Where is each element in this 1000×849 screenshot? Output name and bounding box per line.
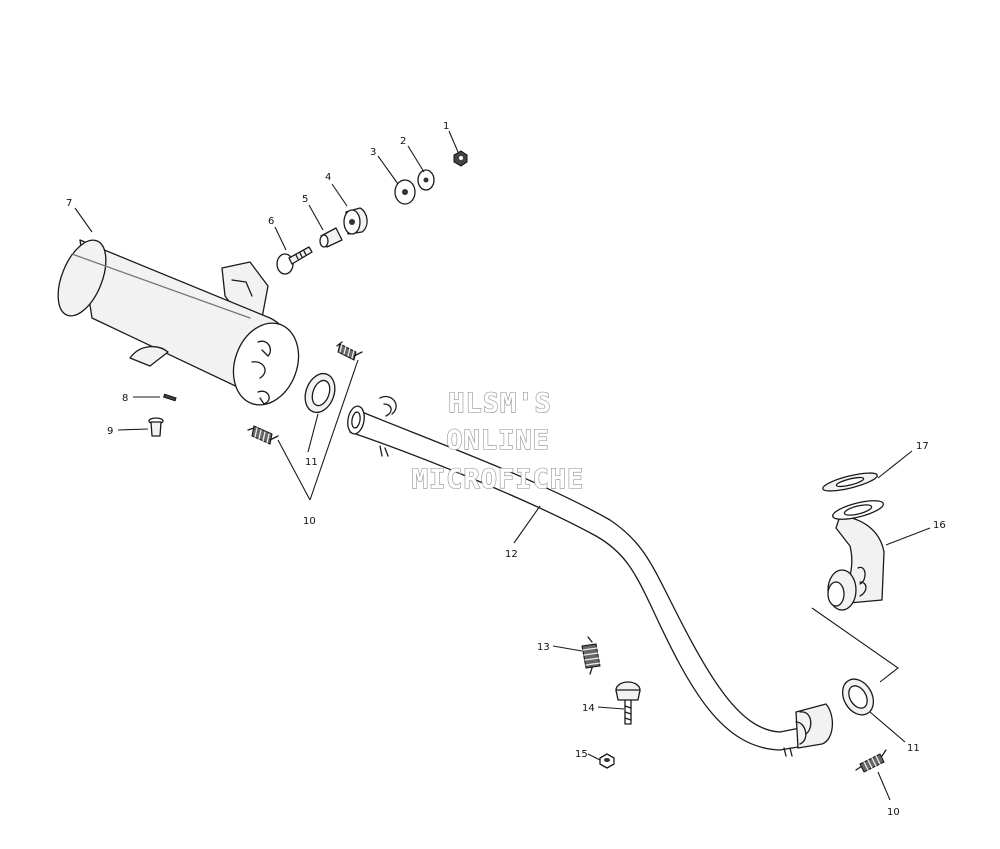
watermark-line-2: ONLINE xyxy=(446,425,550,456)
callout-14: 14 xyxy=(582,703,595,714)
part-header-elbow[interactable] xyxy=(827,497,885,611)
leader-lines xyxy=(74,130,931,801)
callout-11: 11 xyxy=(305,457,318,468)
callout-3: 3 xyxy=(370,147,376,158)
part-pin[interactable] xyxy=(163,393,177,402)
part-nut[interactable] xyxy=(453,150,468,167)
callout-2: 2 xyxy=(400,136,406,147)
callout-9: 9 xyxy=(107,426,113,437)
callout-8: 8 xyxy=(122,393,128,404)
part-isolator[interactable] xyxy=(615,681,641,725)
part-flange-gasket[interactable] xyxy=(821,469,878,494)
part-washer-small[interactable] xyxy=(417,169,435,191)
callout-4: 4 xyxy=(325,172,331,183)
callout-11-right: 11 xyxy=(907,743,920,754)
callout-labels: 1 2 3 4 5 6 7 8 9 10 11 12 13 14 15 16 1… xyxy=(66,121,946,818)
callout-7: 7 xyxy=(66,198,72,209)
part-spring-upper[interactable] xyxy=(336,341,363,361)
part-rivet[interactable] xyxy=(148,417,164,437)
callout-10-right: 10 xyxy=(887,807,900,818)
part-spacer[interactable] xyxy=(319,227,343,248)
callout-1: 1 xyxy=(443,121,449,132)
watermark: HLSM'S ONLINE MICROFICHE xyxy=(411,387,585,495)
part-spring-13[interactable] xyxy=(581,636,601,675)
callout-15: 15 xyxy=(575,749,588,760)
part-bolt[interactable] xyxy=(276,246,313,275)
watermark-line-3: MICROFICHE xyxy=(412,464,585,495)
callout-10: 10 xyxy=(303,516,316,527)
callout-16: 16 xyxy=(933,520,946,531)
callout-13: 13 xyxy=(537,642,550,653)
watermark-line-1: HLSM'S xyxy=(448,388,552,419)
part-muffler[interactable] xyxy=(48,233,309,414)
part-gasket-upper[interactable] xyxy=(300,369,340,416)
part-spring-lower[interactable] xyxy=(247,425,279,445)
callout-17: 17 xyxy=(916,441,929,452)
part-exhaust-pipe[interactable] xyxy=(346,395,833,757)
part-gasket-right[interactable] xyxy=(836,674,879,721)
part-grommet[interactable] xyxy=(343,207,368,235)
part-spring-right[interactable] xyxy=(855,749,887,773)
part-washer-large[interactable] xyxy=(394,179,416,205)
callout-12: 12 xyxy=(505,549,518,560)
callout-5: 5 xyxy=(302,194,308,205)
part-nut-15[interactable] xyxy=(599,753,615,769)
callout-6: 6 xyxy=(268,216,274,227)
